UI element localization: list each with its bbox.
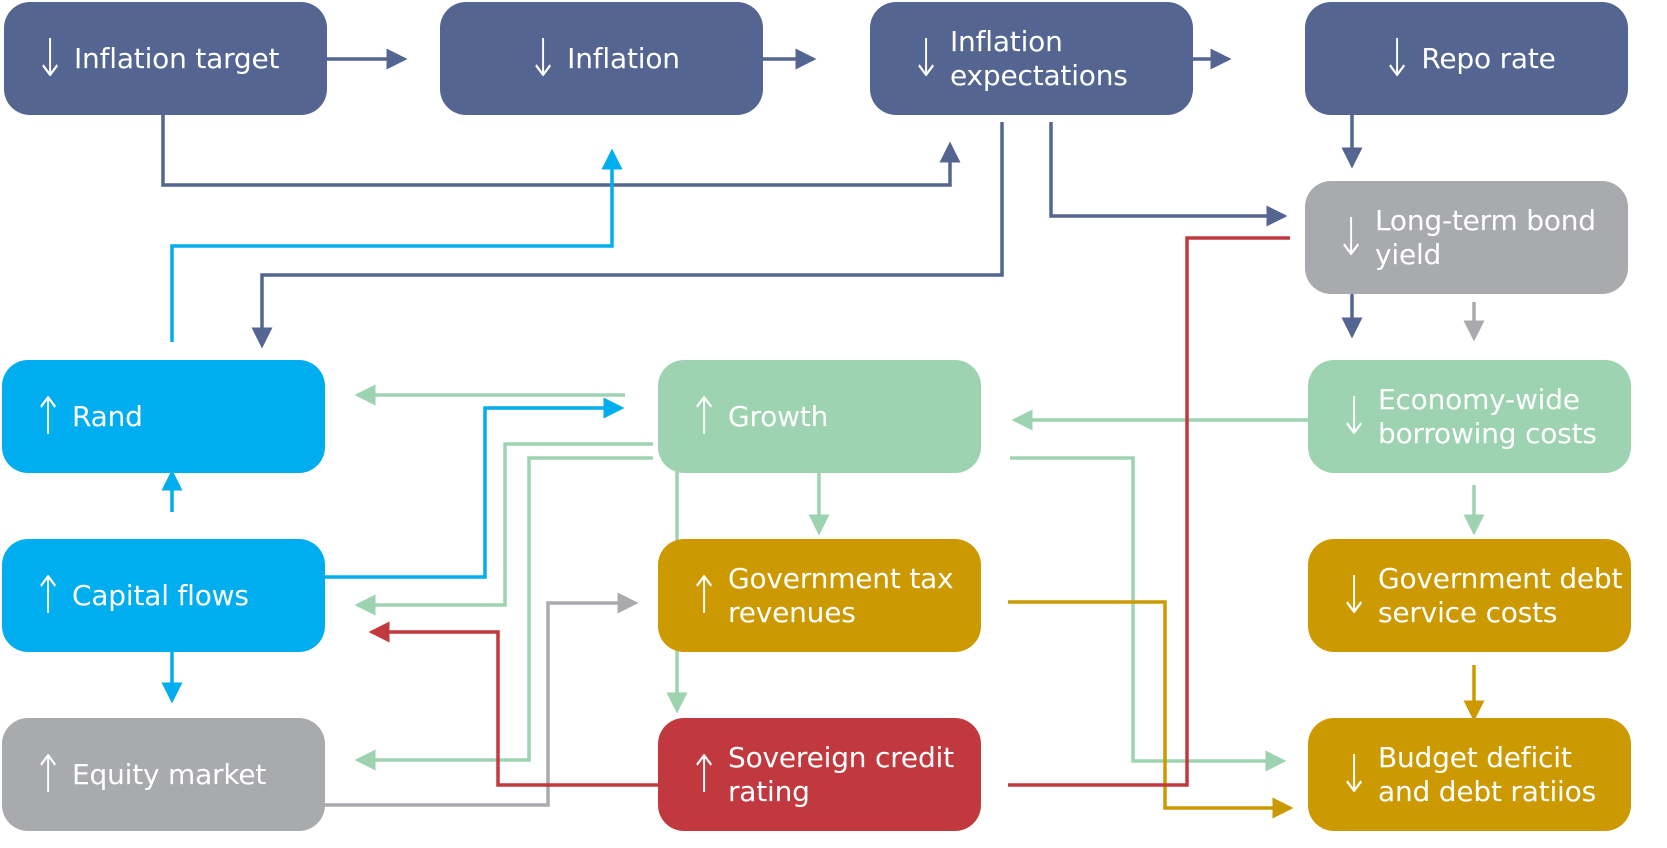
edge-tax-revenues-to-budget-deficit xyxy=(1008,600,1294,819)
node-label: Long-term bond yield xyxy=(1375,203,1596,271)
node-label: Inflation target xyxy=(74,41,280,75)
node-repo-rate[interactable]: ↓ Repo rate xyxy=(1305,2,1628,115)
down-arrow-icon: ↓ xyxy=(1337,744,1371,805)
node-label: Capital flows xyxy=(72,578,249,612)
node-label: Inflation xyxy=(567,41,680,75)
up-arrow-icon: ↑ xyxy=(31,744,65,805)
node-label: Economy-wide borrowing costs xyxy=(1378,382,1597,450)
node-label: Inflation expectations xyxy=(950,24,1128,92)
up-arrow-icon: ↑ xyxy=(31,565,65,626)
up-arrow-icon: ↑ xyxy=(31,386,65,447)
node-label: Growth xyxy=(728,399,829,433)
node-label: Government tax revenues xyxy=(728,561,954,629)
edge-growth-to-budget-deficit xyxy=(1010,456,1287,772)
node-government-tax-revenues[interactable]: ↑ Government tax revenues xyxy=(658,539,981,652)
node-economy-wide-borrowing-costs[interactable]: ↓ Economy-wide borrowing costs xyxy=(1308,360,1631,473)
node-inflation-target[interactable]: ↓ Inflation target xyxy=(4,2,327,115)
edge-sovereign-rating-to-bond-yield xyxy=(1008,236,1290,787)
edge-sovereign-rating-to-capital-flows xyxy=(368,621,665,787)
node-growth[interactable]: ↑ Growth xyxy=(658,360,981,473)
edge-inflation-expectations-to-long-term-bond-yield xyxy=(1049,122,1288,227)
edge-growth-to-equity-market xyxy=(354,456,653,771)
down-arrow-icon: ↓ xyxy=(909,28,943,89)
node-label: Repo rate xyxy=(1421,41,1556,75)
down-arrow-icon: ↓ xyxy=(1334,207,1368,268)
edge-equity-market-to-tax-revenues xyxy=(325,592,639,807)
edge-inflation-expectations-to-rand xyxy=(251,122,1004,349)
node-label: Equity market xyxy=(72,757,267,791)
down-arrow-icon: ↓ xyxy=(526,28,560,89)
node-label: Budget deficit and debt ratiios xyxy=(1378,740,1596,808)
node-sovereign-credit-rating[interactable]: ↑ Sovereign credit rating xyxy=(658,718,981,831)
node-label: Rand xyxy=(72,399,143,433)
node-label: Sovereign credit rating xyxy=(728,740,954,808)
down-arrow-icon: ↓ xyxy=(1337,386,1371,447)
edge-capital-flows-to-growth xyxy=(325,397,625,579)
node-long-term-bond-yield[interactable]: ↓ Long-term bond yield xyxy=(1305,181,1628,294)
node-budget-deficit-and-debt-ratios[interactable]: ↓ Budget deficit and debt ratiios xyxy=(1308,718,1631,831)
node-government-debt-service-costs[interactable]: ↓ Government debt service costs xyxy=(1308,539,1631,652)
up-arrow-icon: ↑ xyxy=(687,565,721,626)
edge-rand-to-inflation xyxy=(170,148,623,342)
down-arrow-icon: ↓ xyxy=(33,28,67,89)
down-arrow-icon: ↓ xyxy=(1337,565,1371,626)
down-arrow-icon: ↓ xyxy=(1381,28,1414,89)
edge-inflation-target-to-inflation-expectations xyxy=(161,115,961,187)
node-label: Government debt service costs xyxy=(1378,561,1623,629)
edge-growth-to-capital-flows xyxy=(354,442,653,616)
node-capital-flows[interactable]: ↑ Capital flows xyxy=(2,539,325,652)
node-rand[interactable]: ↑ Rand xyxy=(2,360,325,473)
up-arrow-icon: ↑ xyxy=(687,386,721,447)
node-equity-market[interactable]: ↑ Equity market xyxy=(2,718,325,831)
node-inflation[interactable]: ↓ Inflation xyxy=(440,2,763,115)
node-inflation-expectations[interactable]: ↓ Inflation expectations xyxy=(870,2,1193,115)
up-arrow-icon: ↑ xyxy=(687,744,721,805)
